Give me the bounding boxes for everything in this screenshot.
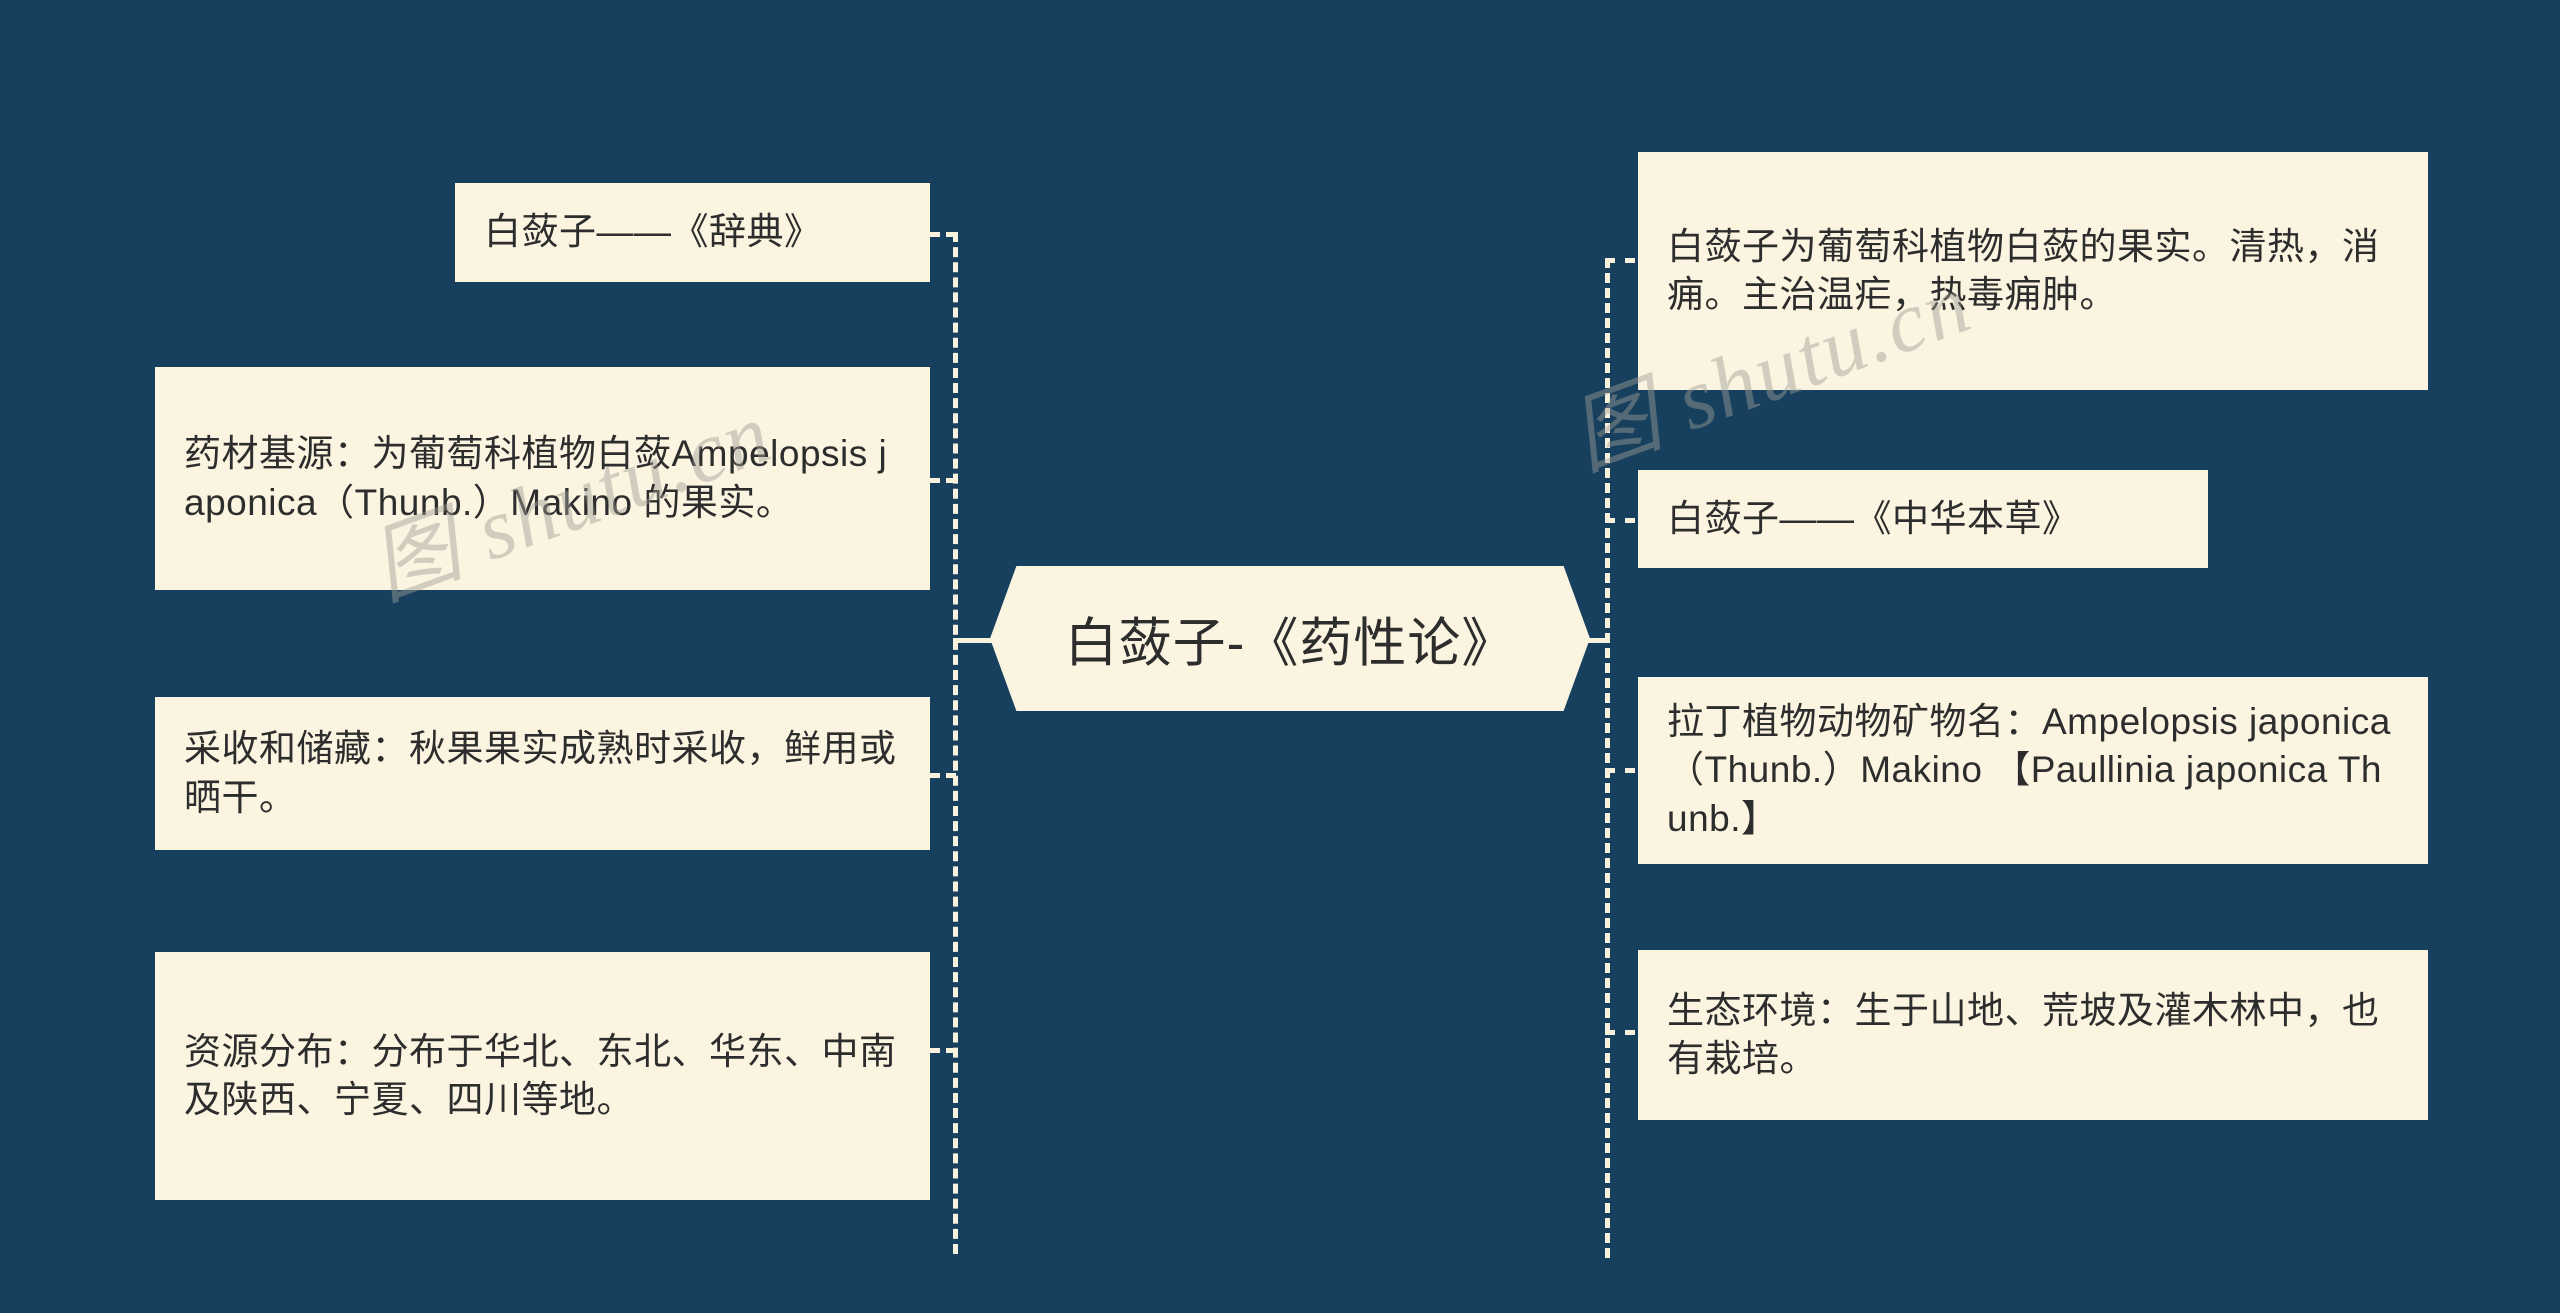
left-trunk-connector: [953, 232, 958, 1254]
center-node[interactable]: 白蔹子-《药性论》: [990, 566, 1590, 711]
right-node-4-label: 生态环境：生于山地、荒坡及灌木林中，也有栽培。: [1667, 989, 2380, 1079]
left-stub-4: [930, 1048, 956, 1053]
left-node-3-label: 采收和储藏：秋果果实成熟时采收，鲜用或晒干。: [184, 728, 897, 818]
right-node-3[interactable]: 拉丁植物动物矿物名：Ampelopsis japonica（Thunb.）Mak…: [1638, 677, 2428, 864]
left-node-1-label: 白蔹子——《辞典》: [484, 211, 822, 253]
right-node-1[interactable]: 白蔹子为葡萄科植物白蔹的果实。清热，消痈。主治温疟，热毒痈肿。: [1638, 152, 2428, 390]
right-node-1-label: 白蔹子为葡萄科植物白蔹的果实。清热，消痈。主治温疟，热毒痈肿。: [1667, 225, 2380, 315]
left-stub-1: [930, 232, 956, 237]
right-trunk-connector: [1605, 258, 1610, 1258]
right-node-2[interactable]: 白蔹子——《中华本草》: [1638, 470, 2208, 568]
right-stub-2: [1605, 518, 1635, 523]
left-hub-connector: [953, 638, 1013, 643]
left-node-1[interactable]: 白蔹子——《辞典》: [455, 183, 930, 282]
left-stub-2: [930, 478, 956, 483]
right-node-4[interactable]: 生态环境：生于山地、荒坡及灌木林中，也有栽培。: [1638, 950, 2428, 1120]
right-stub-1: [1605, 258, 1635, 263]
left-node-4[interactable]: 资源分布：分布于华北、东北、华东、中南及陕西、宁夏、四川等地。: [155, 952, 930, 1200]
left-node-3[interactable]: 采收和储藏：秋果果实成熟时采收，鲜用或晒干。: [155, 697, 930, 850]
left-node-2-label: 药材基源：为葡萄科植物白蔹Ampelopsis japonica（Thunb.）…: [184, 433, 888, 523]
center-node-label: 白蔹子-《药性论》: [1064, 613, 1516, 673]
left-node-2[interactable]: 药材基源：为葡萄科植物白蔹Ampelopsis japonica（Thunb.）…: [155, 367, 930, 590]
right-node-2-label: 白蔹子——《中华本草》: [1667, 497, 2080, 539]
right-node-3-label: 拉丁植物动物矿物名：Ampelopsis japonica（Thunb.）Mak…: [1667, 701, 2391, 839]
left-stub-3: [930, 773, 956, 778]
right-stub-4: [1605, 1030, 1635, 1035]
right-stub-3: [1605, 768, 1635, 773]
left-node-4-label: 资源分布：分布于华北、东北、华东、中南及陕西、宁夏、四川等地。: [184, 1030, 897, 1120]
